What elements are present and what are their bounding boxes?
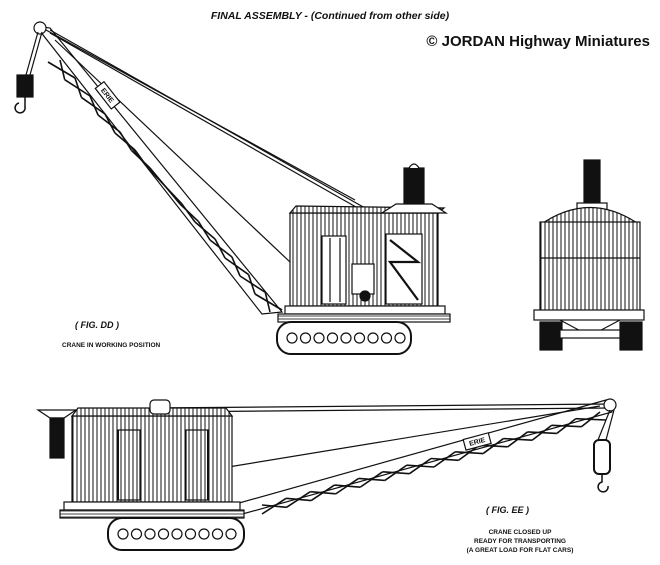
page-title: FINAL ASSEMBLY - (Continued from other s… (210, 10, 450, 22)
copyright-notice: © JORDAN Highway Miniatures (426, 33, 650, 50)
fig-ee-caption: CRANE CLOSED UP READY FOR TRANSPORTING (… (440, 528, 600, 555)
fig-ee-caption-line-3: (A GREAT LOAD FOR FLAT CARS) (466, 547, 574, 554)
fig-ee-label: ( FIG. EE ) (486, 505, 530, 515)
rear-cab (539, 221, 641, 313)
ee-boom (227, 399, 613, 519)
dd-boom (34, 25, 284, 315)
ee-boom-marking: ERIE (469, 437, 487, 448)
fig-ee-caption-line-1: CRANE CLOSED UP (488, 529, 552, 536)
fig-dd-label: ( FIG. DD ) (75, 320, 119, 330)
fig-dd-crane-drawing (14, 21, 451, 355)
fig-ee-crane-drawing (36, 398, 617, 551)
fig-ee-caption-line-2: READY FOR TRANSPORTING (474, 538, 566, 545)
rear-view-drawing (533, 159, 645, 351)
fig-dd-caption: CRANE IN WORKING POSITION (62, 342, 161, 349)
